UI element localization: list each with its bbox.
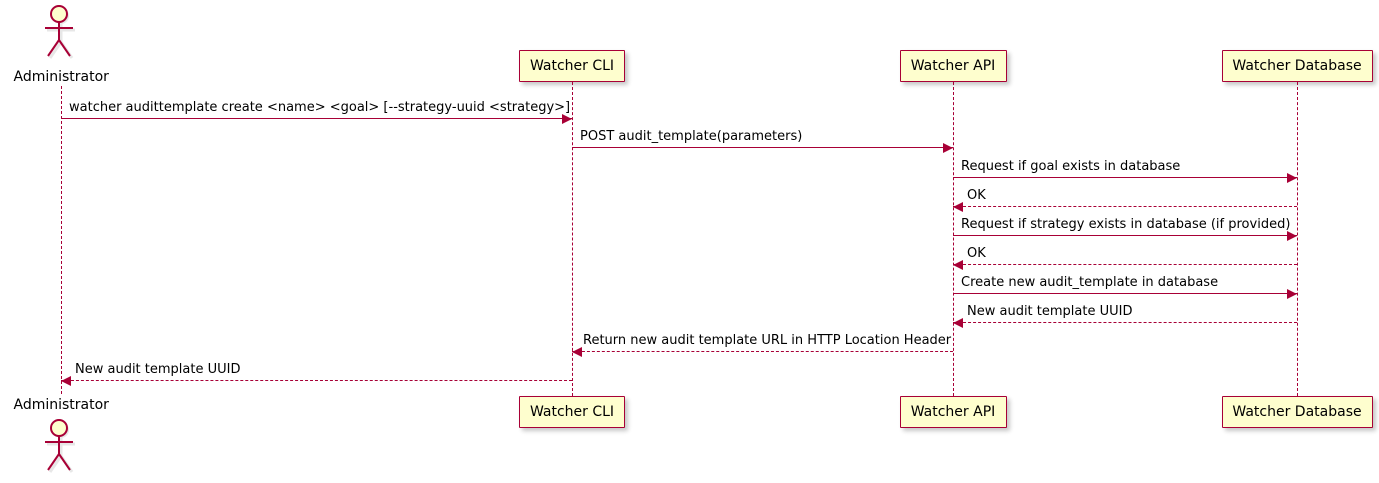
- message-label-5: Request if strategy exists in database (…: [961, 217, 1291, 232]
- participant-label: Watcher API: [910, 58, 996, 74]
- message-label-7: Create new audit_template in database: [961, 275, 1219, 290]
- message-line-9: [572, 351, 953, 352]
- message-label-10: New audit template UUID: [75, 362, 241, 377]
- participant-label: Watcher CLI: [529, 58, 615, 74]
- message-label-9: Return new audit template URL in HTTP Lo…: [583, 333, 952, 348]
- participant-watcher-database-bottom: Watcher Database: [1221, 396, 1373, 428]
- lifeline-watcher-database: [1297, 82, 1298, 396]
- participant-label: Watcher CLI: [529, 404, 615, 420]
- message-line-3: [953, 177, 1297, 178]
- message-arrowhead-9: [572, 347, 582, 357]
- participant-watcher-api-top: Watcher API: [899, 50, 1007, 82]
- message-label-1: watcher audittemplate create <name> <goa…: [69, 100, 571, 115]
- participant-label: Watcher Database: [1232, 58, 1362, 74]
- participant-label: Watcher Database: [1232, 404, 1362, 420]
- message-label-3: Request if goal exists in database: [961, 159, 1181, 174]
- participant-watcher-api-bottom: Watcher API: [899, 396, 1007, 428]
- message-arrowhead-8: [953, 318, 963, 328]
- message-line-6: [953, 264, 1297, 265]
- message-label-8: New audit template UUID: [967, 304, 1133, 319]
- participant-watcher-database-top: Watcher Database: [1221, 50, 1373, 82]
- message-arrowhead-2: [943, 143, 953, 153]
- message-arrowhead-1: [562, 114, 572, 124]
- message-arrowhead-3: [1287, 173, 1297, 183]
- message-line-8: [953, 322, 1297, 323]
- message-line-7: [953, 293, 1297, 294]
- actor-label-administrator-bottom: Administrator: [13, 397, 109, 413]
- actor-label-administrator-top: Administrator: [13, 69, 109, 85]
- message-arrowhead-5: [1287, 231, 1297, 241]
- message-arrowhead-4: [953, 202, 963, 212]
- message-line-4: [953, 206, 1297, 207]
- message-arrowhead-6: [953, 260, 963, 270]
- lifeline-watcher-cli: [572, 82, 573, 396]
- message-label-2: POST audit_template(parameters): [580, 129, 803, 144]
- lifeline-administrator: [61, 86, 62, 394]
- message-line-2: [572, 147, 953, 148]
- message-label-4: OK: [967, 188, 986, 203]
- message-label-6: OK: [967, 246, 986, 261]
- message-line-1: [61, 118, 572, 119]
- participant-watcher-cli-top: Watcher CLI: [519, 50, 625, 82]
- actor-figure-bottom: [45, 419, 75, 473]
- participant-watcher-cli-bottom: Watcher CLI: [519, 396, 625, 428]
- actor-figure-top: [45, 5, 75, 59]
- participant-label: Watcher API: [910, 404, 996, 420]
- message-arrowhead-10: [61, 376, 71, 386]
- message-line-5: [953, 235, 1297, 236]
- message-arrowhead-7: [1287, 289, 1297, 299]
- lifeline-watcher-api: [953, 82, 954, 396]
- message-line-10: [61, 380, 572, 381]
